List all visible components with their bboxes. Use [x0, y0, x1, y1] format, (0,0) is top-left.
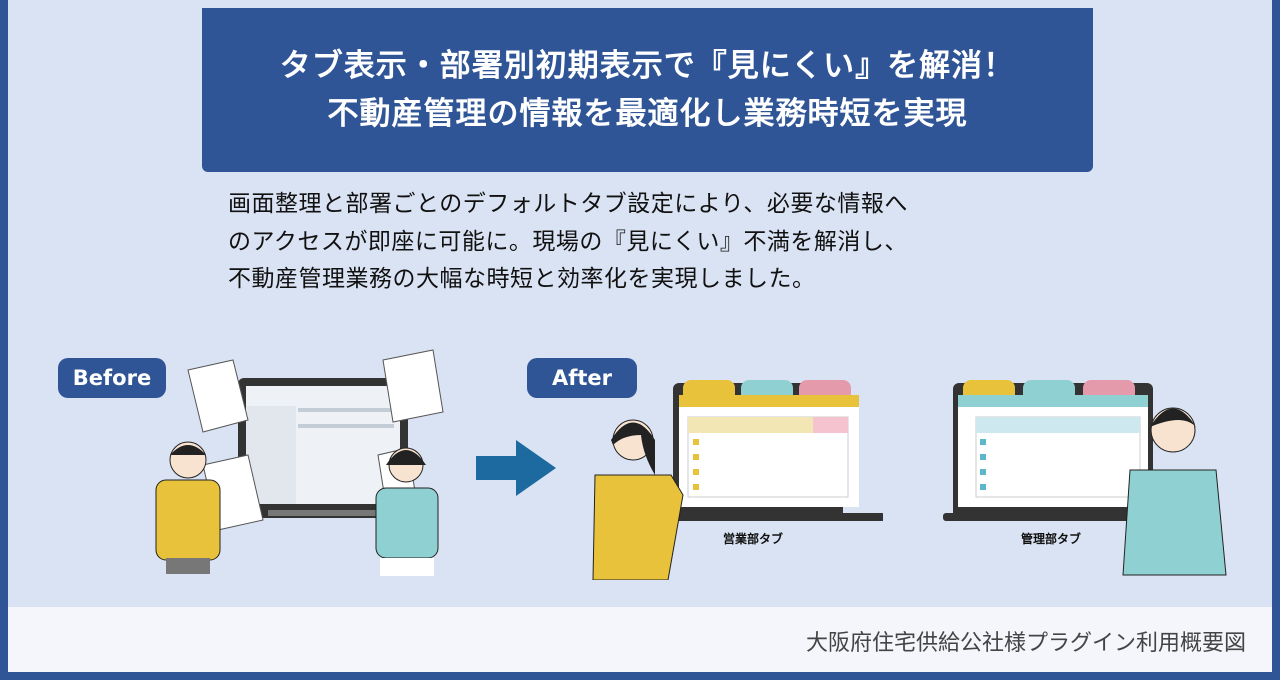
title-banner: タブ表示・部署別初期表示で『見にくい』を解消！ 不動産管理の情報を最適化し業務時… — [202, 8, 1093, 172]
title-line-2: 不動産管理の情報を最適化し業務時短を実現 — [327, 96, 968, 132]
description: 画面整理と部署ごとのデフォルトタブ設定により、必要な情報へ のアクセスが即座に可… — [228, 186, 908, 299]
admin-tab-illustration — [943, 380, 1227, 576]
sales-tab-illustration — [592, 380, 883, 580]
before-illustration — [155, 349, 444, 576]
admin-tab-caption: 管理部タブ — [1021, 532, 1082, 546]
sales-tab-caption: 営業部タブ — [723, 532, 784, 546]
description-line: のアクセスが即座に可能に。現場の『見にくい』不満を解消し、 — [228, 228, 908, 255]
infographic: タブ表示・部署別初期表示で『見にくい』を解消！ 不動産管理の情報を最適化し業務時… — [8, 0, 1272, 672]
footer: 大阪府住宅供給公社様プラグイン利用概要図 — [8, 607, 1272, 672]
arrow-right-icon — [476, 440, 556, 496]
after-badge: After — [527, 358, 637, 398]
title-line-1: タブ表示・部署別初期表示で『見にくい』を解消！ — [279, 48, 1016, 84]
footer-caption: 大阪府住宅供給公社様プラグイン利用概要図 — [805, 631, 1246, 656]
before-badge: Before — [58, 358, 166, 398]
description-line: 不動産管理業務の大幅な時短と効率化を実現しました。 — [228, 266, 816, 292]
description-line: 画面整理と部署ごとのデフォルトタブ設定により、必要な情報へ — [228, 191, 908, 217]
